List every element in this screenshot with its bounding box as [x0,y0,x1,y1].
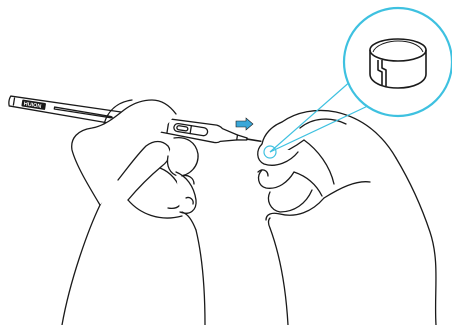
direction-arrow-icon [236,118,253,130]
ring-detail-callout [344,8,452,116]
left-hand [62,100,205,325]
right-hand [258,110,436,325]
